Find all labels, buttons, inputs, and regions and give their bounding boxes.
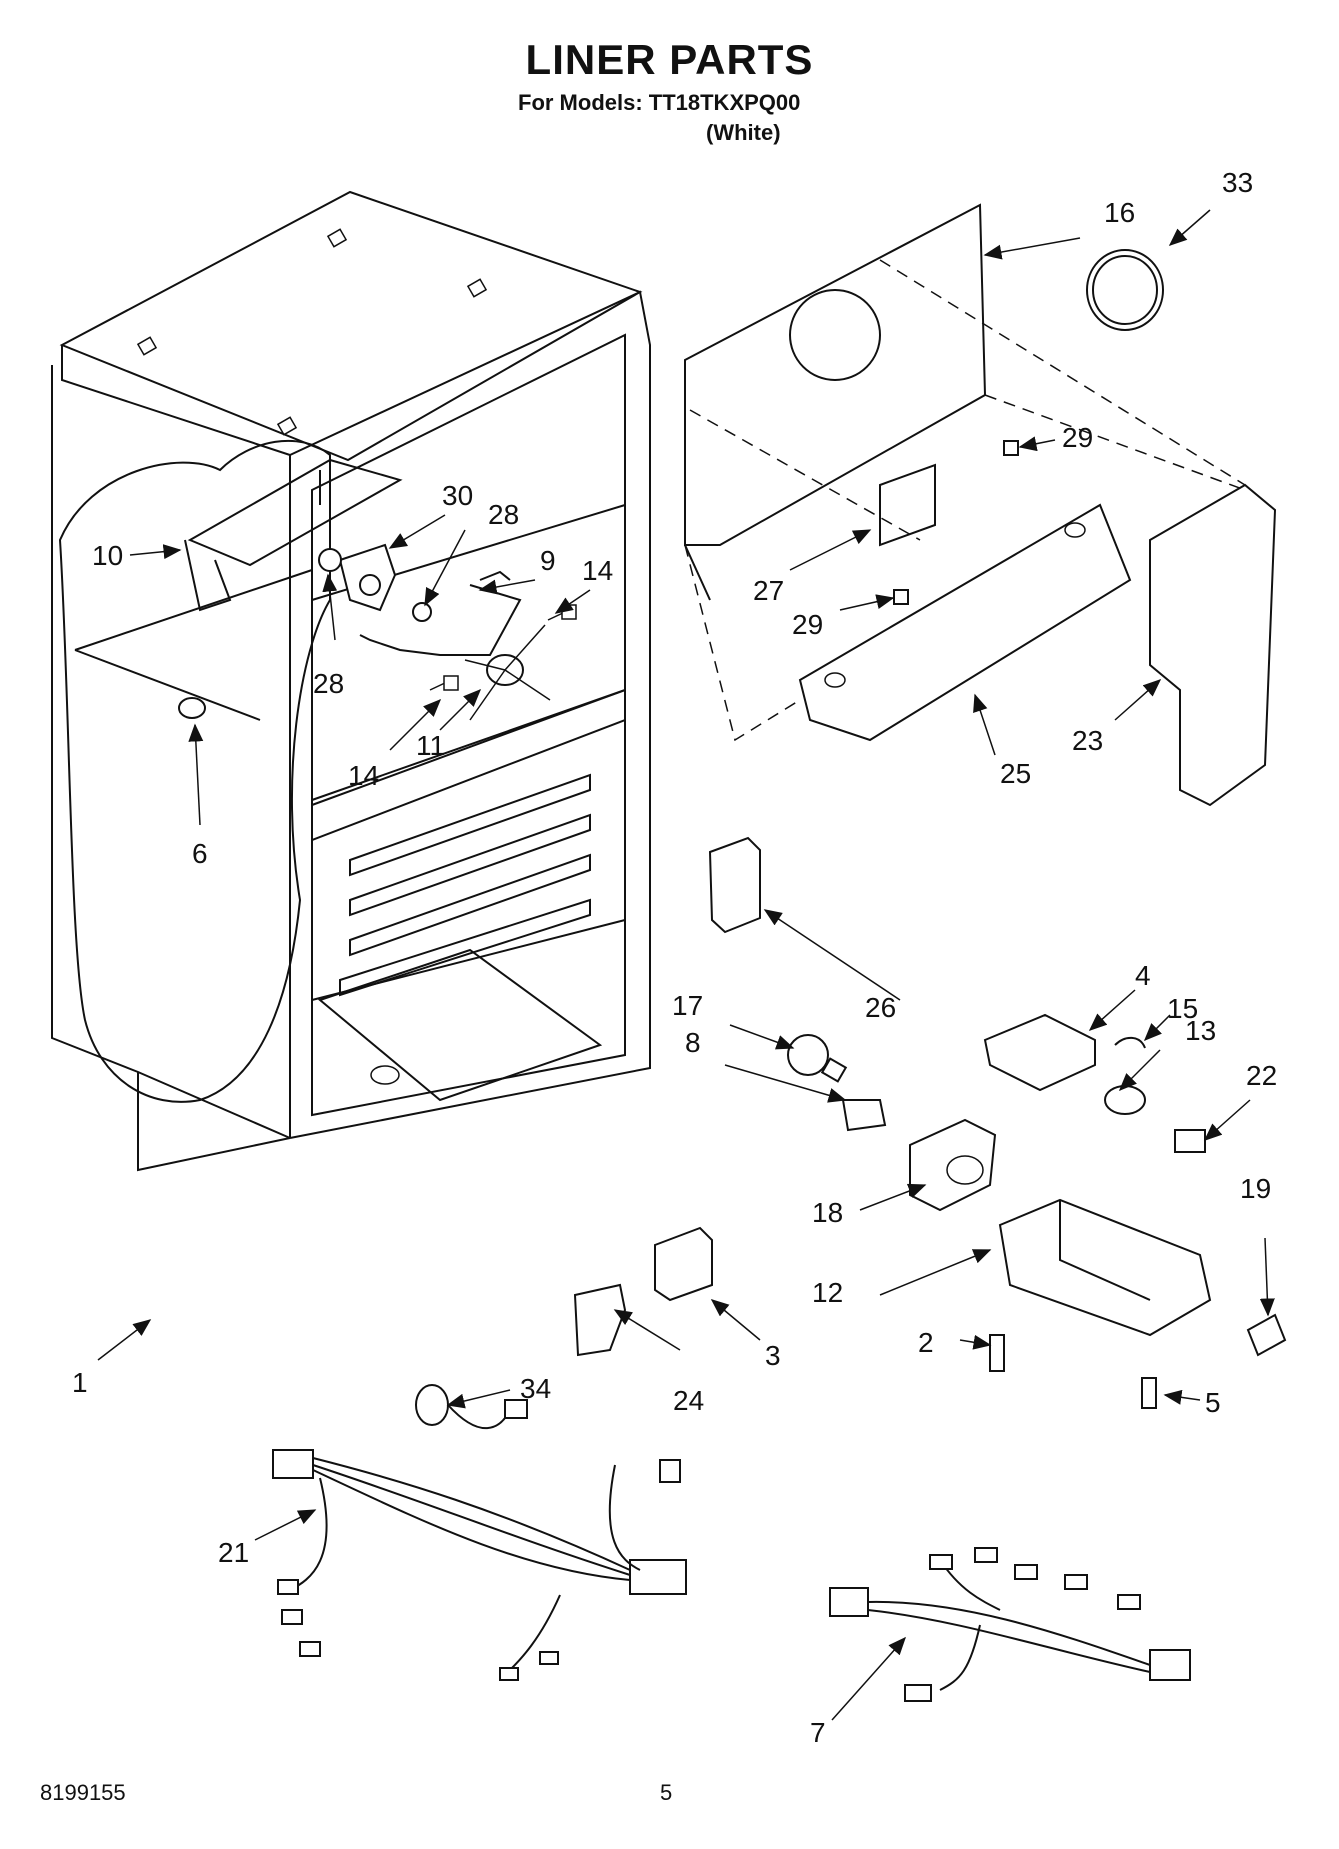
callout-4: 4: [1135, 960, 1151, 991]
callout-22: 22: [1246, 1060, 1277, 1091]
callout-23: 23: [1072, 725, 1103, 756]
callout-34: 34: [520, 1373, 551, 1404]
callout-7: 7: [810, 1717, 826, 1748]
callout-leaders: [97, 209, 1275, 1721]
color-note: (White): [706, 120, 781, 145]
page-title: LINER PARTS: [525, 36, 814, 83]
callout-2: 2: [918, 1327, 934, 1358]
callout-28b: 28: [488, 499, 519, 530]
callout-29a: 29: [1062, 422, 1093, 453]
callout-8: 8: [685, 1027, 701, 1058]
callout-1: 1: [72, 1367, 88, 1398]
callout-29b: 29: [792, 609, 823, 640]
callout-16: 16: [1104, 197, 1135, 228]
damper-assembly: [178, 458, 577, 721]
callout-labels: 1 2 3 4 5 6 7 8 9 10 11 12 13 14 14 15 1…: [72, 167, 1277, 1748]
rear-panel-assembly: [684, 203, 1277, 807]
callout-3: 3: [765, 1340, 781, 1371]
callout-6: 6: [192, 838, 208, 869]
callout-24: 24: [673, 1385, 704, 1416]
callout-12: 12: [812, 1277, 843, 1308]
callout-30: 30: [442, 480, 473, 511]
callout-14b: 14: [348, 760, 379, 791]
liner-cabinet: [51, 190, 651, 1172]
callout-25: 25: [1000, 758, 1031, 789]
callout-18: 18: [812, 1197, 843, 1228]
callout-33: 33: [1222, 167, 1253, 198]
document-number: 8199155: [40, 1780, 126, 1805]
model-subtitle: For Models: TT18TKXPQ00: [518, 90, 801, 115]
callout-10: 10: [92, 540, 123, 571]
callout-17: 17: [672, 990, 703, 1021]
callout-13: 13: [1185, 1015, 1216, 1046]
callout-11: 11: [416, 730, 445, 761]
callout-21: 21: [218, 1537, 249, 1568]
callout-27: 27: [753, 575, 784, 606]
callout-14a: 14: [582, 555, 613, 586]
wiring-harnesses: [272, 1384, 1191, 1702]
page-number: 5: [660, 1780, 673, 1805]
callout-26: 26: [865, 992, 896, 1023]
callout-9: 9: [540, 545, 556, 576]
callout-19: 19: [1240, 1173, 1271, 1204]
callout-15: 15: [1167, 993, 1198, 1024]
callout-5: 5: [1205, 1387, 1221, 1418]
control-parts: [573, 836, 1287, 1409]
callout-28a: 28: [313, 668, 344, 699]
